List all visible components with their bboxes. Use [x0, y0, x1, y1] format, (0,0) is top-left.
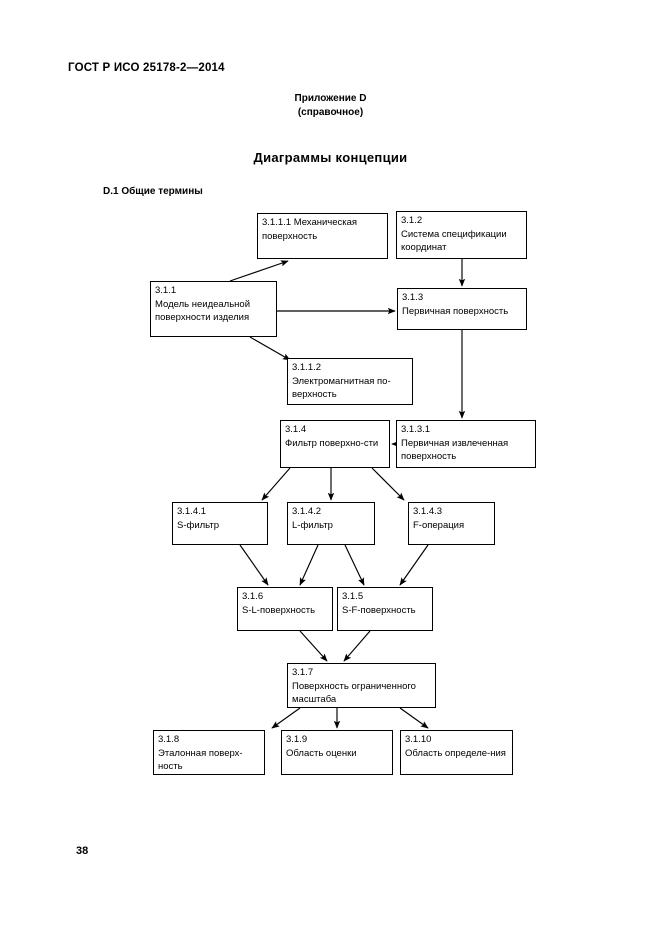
concept-node-3.1.1.1: 3.1.1.1 Механическая поверхность: [257, 213, 388, 259]
node-label: Поверхность ограниченного масштаба: [292, 680, 416, 706]
node-label: Эталонная поверх-ность: [158, 747, 243, 773]
edge-3.1.5-to-3.1.7: [343, 630, 371, 662]
edge-3.1.4-to-3.1.4.1: [261, 467, 291, 501]
node-code: 3.1.4.3: [413, 506, 443, 517]
node-label: Электромагнитная по-верхность: [292, 375, 391, 401]
edge-3.1.4.2-to-3.1.6: [299, 544, 319, 586]
annex-label: Приложение D: [294, 93, 367, 104]
edge-3.1.4-to-3.1.4.3: [371, 467, 405, 501]
page-number: 38: [76, 845, 89, 857]
section-heading: D.1 Общие термины: [103, 186, 203, 197]
node-code: 3.1.4.1: [177, 506, 207, 517]
page-title: Диаграммы концепции: [253, 150, 408, 165]
node-label: S-фильтр: [177, 519, 220, 531]
node-label: F-операция: [413, 519, 465, 531]
edge-3.1.4.3-to-3.1.5: [399, 544, 429, 586]
node-code: 3.1.2: [401, 215, 423, 226]
node-label: S-F-поверхность: [342, 604, 416, 616]
node-code: 3.1.8: [158, 734, 180, 745]
document-code: ГОСТ Р ИСО 25178-2—2014: [68, 62, 225, 74]
node-code: 3.1.1.1: [262, 217, 292, 228]
node-code: 3.1.4: [285, 424, 307, 435]
node-label: L-фильтр: [292, 519, 333, 531]
node-label: Фильтр поверхно-сти: [285, 437, 379, 449]
node-label: Область оценки: [286, 747, 357, 759]
edge-3.1.7-to-3.1.10: [399, 707, 429, 729]
node-code: 3.1.9: [286, 734, 308, 745]
node-code: 3.1.3.1: [401, 424, 431, 435]
edge-3.1.6-to-3.1.7: [299, 630, 328, 662]
node-label: S-L-поверхность: [242, 604, 316, 616]
node-code: 3.1.1.2: [292, 362, 322, 373]
edge-3.1.1-to-3.1.1.2: [249, 336, 291, 361]
node-code: 3.1.10: [405, 734, 432, 745]
node-label: Модель неидеальной поверхности изделия: [155, 298, 251, 324]
edge-3.1.7-to-3.1.8: [271, 707, 301, 729]
edge-3.1.1-to-3.1.1.1: [229, 260, 289, 282]
node-code: 3.1.7: [292, 667, 314, 678]
node-label: Первичная извлеченная поверхность: [401, 437, 509, 463]
edge-3.1.4.2-to-3.1.5: [344, 544, 365, 586]
annex-kind: (справочное): [297, 107, 364, 118]
node-code: 3.1.6: [242, 591, 264, 602]
node-code: 3.1.3: [402, 292, 424, 303]
node-code: 3.1.5: [342, 591, 364, 602]
node-code: 3.1.1: [155, 285, 177, 296]
annex-heading: Приложение D (справочное): [0, 92, 661, 120]
node-label: Система спецификации координат: [401, 228, 507, 254]
node-code: 3.1.4.2: [292, 506, 322, 517]
node-label: Область определе-ния: [405, 747, 506, 759]
node-label: Первичная поверхность: [402, 305, 509, 317]
node-label: Механическая поверхность: [262, 217, 358, 242]
edge-3.1.4.1-to-3.1.6: [239, 544, 269, 586]
